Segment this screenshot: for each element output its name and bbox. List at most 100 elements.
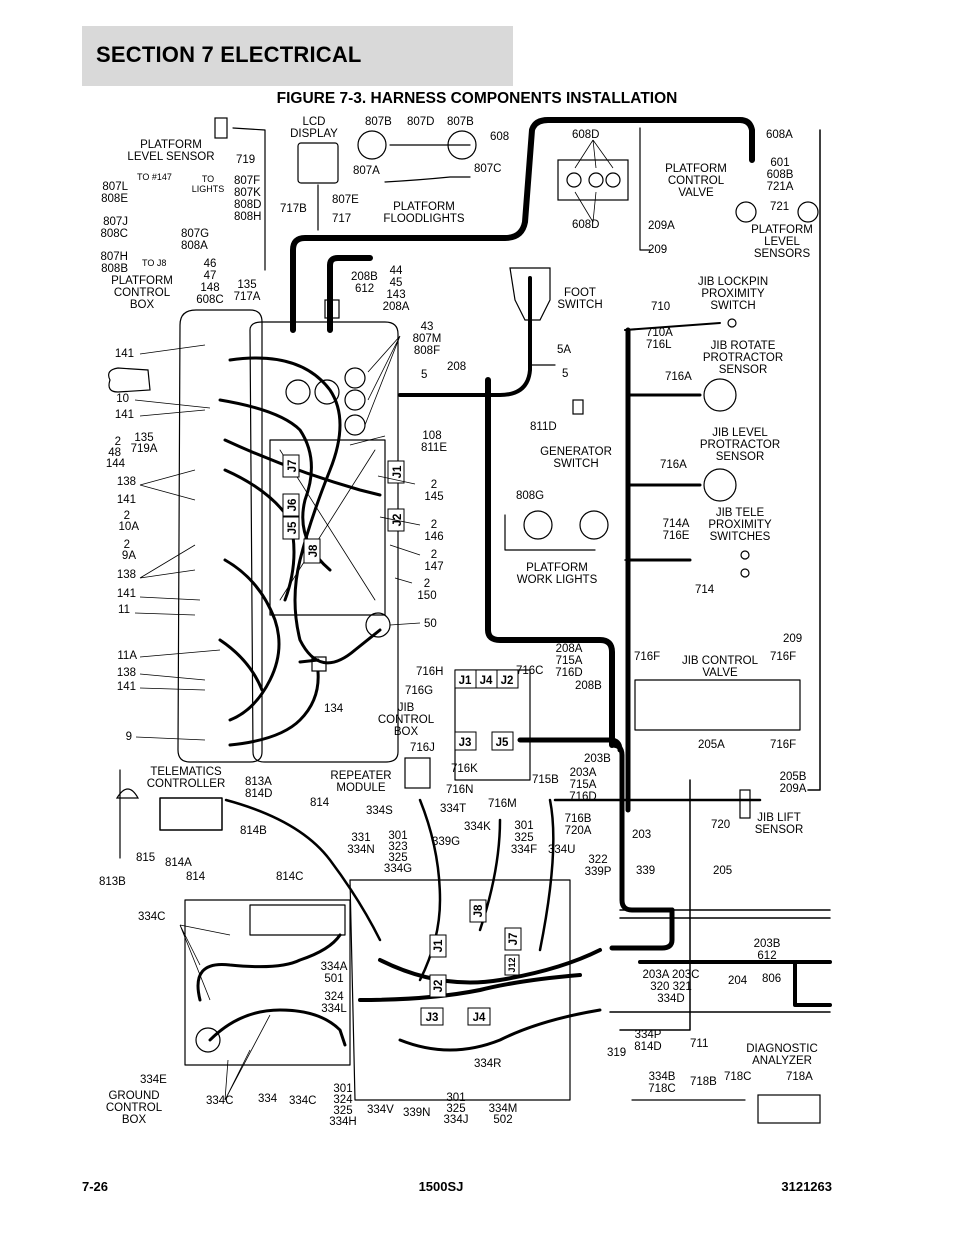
- label-339: 339: [636, 865, 655, 877]
- label-203b: 203B: [584, 753, 611, 765]
- jib-level-sensor-shape: [703, 468, 737, 502]
- label-608d-top: 608D: [572, 129, 600, 141]
- label-716g: 716G: [405, 685, 433, 697]
- telematics-antenna-shape: [115, 788, 140, 799]
- label-334v: 334V: [367, 1104, 394, 1116]
- label-334-b: 334: [258, 1093, 278, 1105]
- left-col-141-e: 141: [117, 681, 136, 693]
- footer-page: 7-26: [82, 1179, 108, 1194]
- left-col-138-c: 138: [117, 667, 136, 679]
- label-334c-tl: 334C: [138, 911, 166, 923]
- label-814a: 814A: [165, 857, 192, 869]
- foot-switch-shape: [509, 267, 551, 321]
- label-716h: 716H: [416, 666, 444, 678]
- label-209a-top: 209A: [648, 220, 675, 232]
- label-716f-c: 716F: [770, 739, 796, 751]
- label-204: 204: [728, 975, 748, 987]
- label-205: 205: [713, 865, 732, 877]
- work-light-left-shape: [523, 510, 553, 540]
- section-title: SECTION 7 ELECTRICAL: [96, 42, 362, 67]
- label-807c: 807C: [474, 163, 502, 175]
- label-721: 721: [770, 201, 789, 213]
- figure-title: FIGURE 7-3. HARNESS COMPONENTS INSTALLAT…: [276, 90, 678, 107]
- left-col-11a: 11A: [117, 650, 137, 662]
- jib-rotate-sensor-shape: [703, 378, 737, 412]
- label-5-a: 5: [421, 369, 427, 381]
- to-j8-label: TO J8: [142, 258, 166, 268]
- j2-label: J2: [392, 514, 404, 527]
- label-319: 319: [607, 1047, 626, 1059]
- label-716a-2: 716A: [660, 459, 687, 471]
- label-209-top: 209: [648, 244, 667, 256]
- label-334e: 334E: [140, 1074, 167, 1086]
- label-608d-bot: 608D: [572, 219, 600, 231]
- label-339n: 339N: [403, 1107, 431, 1119]
- ground-j12: J12: [507, 957, 517, 972]
- label-608: 608: [490, 131, 509, 143]
- left-col-141-b: 141: [115, 409, 134, 421]
- label-806: 806: [762, 973, 781, 985]
- label-716j: 716J: [410, 742, 435, 754]
- label-203-r: 203: [632, 829, 651, 841]
- platform-j-labels: J7 J6 J5 J8 J1 J2: [287, 460, 404, 558]
- label-208: 208: [447, 361, 466, 373]
- label-208b-r: 208B: [575, 680, 602, 692]
- label-334k: 334K: [464, 821, 491, 833]
- label-716m: 716M: [488, 798, 517, 810]
- label-50: 50: [424, 618, 437, 630]
- repeater-module-shape: [404, 757, 431, 789]
- label-710: 710: [651, 301, 670, 313]
- left-col-9: 9: [126, 731, 132, 743]
- label-716f-a: 716F: [634, 651, 660, 663]
- section-header-bar: SECTION 7 ELECTRICAL: [82, 26, 513, 86]
- label-205a: 205A: [698, 739, 725, 751]
- jib-j5: J5: [496, 737, 509, 749]
- label-5-b: 5: [562, 368, 568, 380]
- jib-box-j-labels: J1 J4 J2 J3 J5: [459, 675, 514, 749]
- label-815: 815: [136, 852, 155, 864]
- label-339g: 339G: [432, 836, 460, 848]
- ground-j2: J2: [433, 980, 445, 993]
- label-5a: 5A: [557, 344, 571, 356]
- label-717: 717: [332, 213, 351, 225]
- left-col-141-c: 141: [117, 494, 136, 506]
- j5-label: J5: [287, 521, 299, 534]
- label-814-b: 814: [186, 871, 206, 883]
- left-col-138-b: 138: [117, 569, 136, 581]
- left-col-141-a: 141: [115, 348, 134, 360]
- j1-label: J1: [392, 465, 404, 478]
- label-807b-2: 807B: [447, 116, 474, 128]
